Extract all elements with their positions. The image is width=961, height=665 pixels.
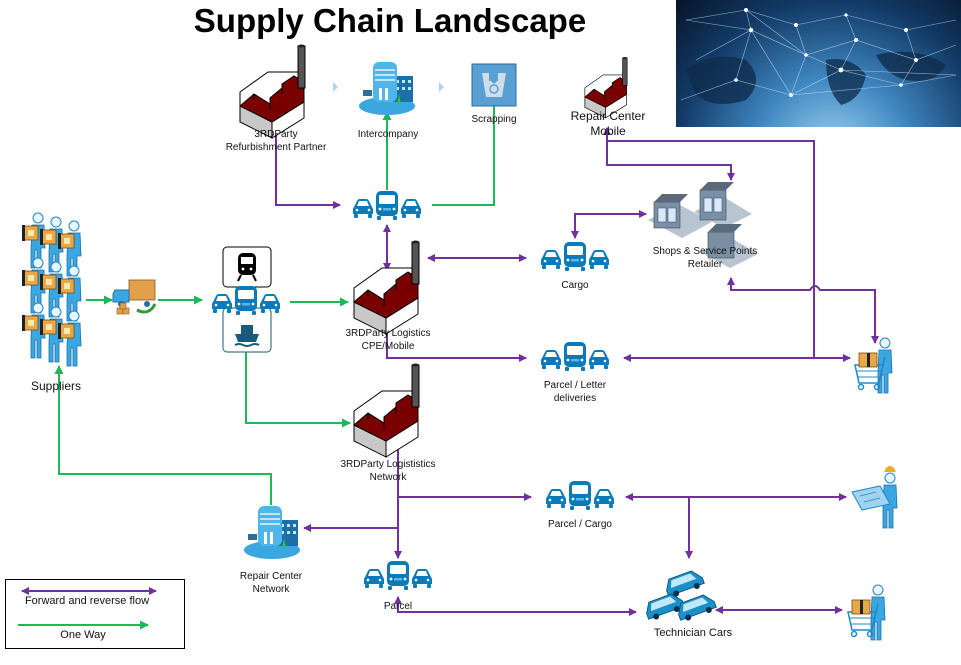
suppliers-icon[interactable] [22, 213, 81, 366]
train-icon [237, 253, 257, 282]
repair-center-network-label-line1: Repair Center [239, 571, 303, 582]
parcel-vehicle-fleet-icon[interactable] [364, 561, 432, 590]
flow-top-fleet-to-scrapping [432, 94, 499, 206]
repair-center-network-label: Repair Center Network [221, 570, 321, 596]
page-title: Supply Chain Landscape [193, 2, 587, 39]
flow-shops-customer [727, 277, 879, 344]
legend-item-bidirectional: Forward and reverse flow [24, 595, 150, 607]
global-network-map-image [676, 0, 961, 127]
logistics-network-label-line1: 3RDParty Logististics [340, 459, 436, 470]
flow-parcel-letter-customer [603, 127, 815, 362]
flow-hub-to-logistics-network [245, 320, 351, 428]
legend: Forward and reverse flow One Way [5, 579, 185, 649]
flow-repair-mobile-shops [606, 141, 735, 181]
parcel-letter-label-line1: Parcel / Letter [543, 380, 607, 391]
scrapping-icon[interactable] [471, 63, 517, 107]
one-way-flows [54, 94, 499, 505]
parcel-letter-vehicle-fleet-icon[interactable] [541, 342, 609, 371]
shops-label: Shops & Service Points Retailer [640, 245, 770, 271]
intercompany-building-icon[interactable] [358, 61, 416, 116]
repair-center-mobile-label: Repair Center Mobile [552, 109, 664, 139]
flow-refurb-top-fleet [272, 117, 341, 209]
ship-icon [234, 325, 260, 347]
legend-item-one-way: One Way [60, 629, 106, 641]
parcel-cargo-label: Parcel / Cargo [548, 519, 612, 530]
retail-stores-icon[interactable] [648, 182, 758, 268]
cargo-vehicle-fleet-icon[interactable] [541, 242, 609, 271]
shops-label-line2: Retailer [687, 259, 723, 270]
logistics-network-label: 3RDParty Logististics Network [318, 458, 458, 484]
logistics-network-label-line2: Network [369, 472, 407, 483]
delivery-truck-icon[interactable] [112, 279, 157, 315]
technician-car-fleet-icon[interactable] [643, 568, 717, 623]
repair-center-mobile-label-line2: Mobile [590, 124, 626, 138]
nav-right-arrow-icon [439, 82, 444, 92]
parcel-letter-label-line2: deliveries [553, 393, 597, 404]
logistics-cpe-label-line1: 3RDParty Logistics [345, 328, 431, 339]
flow-parcel-to-tech-cars [394, 596, 637, 616]
parcel-letter-label: Parcel / Letter deliveries [515, 379, 635, 405]
repair-center-network-label-line2: Network [252, 584, 290, 595]
technician-cars-label: Technician Cars [653, 627, 733, 639]
nav-left-arrow-icon [333, 82, 338, 92]
refurb-partner-label-line1: 3RDParty [254, 129, 298, 140]
suppliers-label: Suppliers [30, 379, 82, 393]
customer-bottom-cart-icon[interactable] [848, 585, 885, 640]
multimodal-hub[interactable] [212, 246, 280, 353]
refurb-partner-label: 3RDParty Refurbishment Partner [206, 128, 346, 154]
repair-center-mobile-label-line1: Repair Center [570, 109, 646, 123]
refurb-partner-label-line2: Refurbishment Partner [225, 142, 327, 153]
parcel-cargo-vehicle-fleet-icon[interactable] [546, 481, 614, 510]
repair-center-network-building-icon[interactable] [243, 505, 301, 560]
engineer-with-blueprint-icon[interactable] [851, 466, 898, 529]
cargo-label: Cargo [561, 280, 589, 291]
intercompany-label: Intercompany [357, 129, 419, 140]
flow-cargo-shops [571, 210, 647, 239]
logistics-network-factory-icon[interactable] [353, 363, 420, 458]
logistics-cpe-label-line2: CPE/Mobile [361, 341, 415, 352]
refurb-partner-factory-icon[interactable] [239, 44, 306, 139]
flow-repair-network-to-suppliers [54, 365, 272, 505]
bidirectional-flows [272, 117, 879, 616]
top-vehicle-fleet-icon[interactable] [353, 191, 421, 220]
shops-label-line1: Shops & Service Points [652, 246, 758, 257]
parcel-label: Parcel [383, 601, 413, 612]
logistics-cpe-label: 3RDParty Logistics CPE/Mobile [318, 327, 458, 353]
customer-top-cart-icon[interactable] [855, 338, 892, 393]
scrapping-label: Scrapping [471, 114, 517, 125]
